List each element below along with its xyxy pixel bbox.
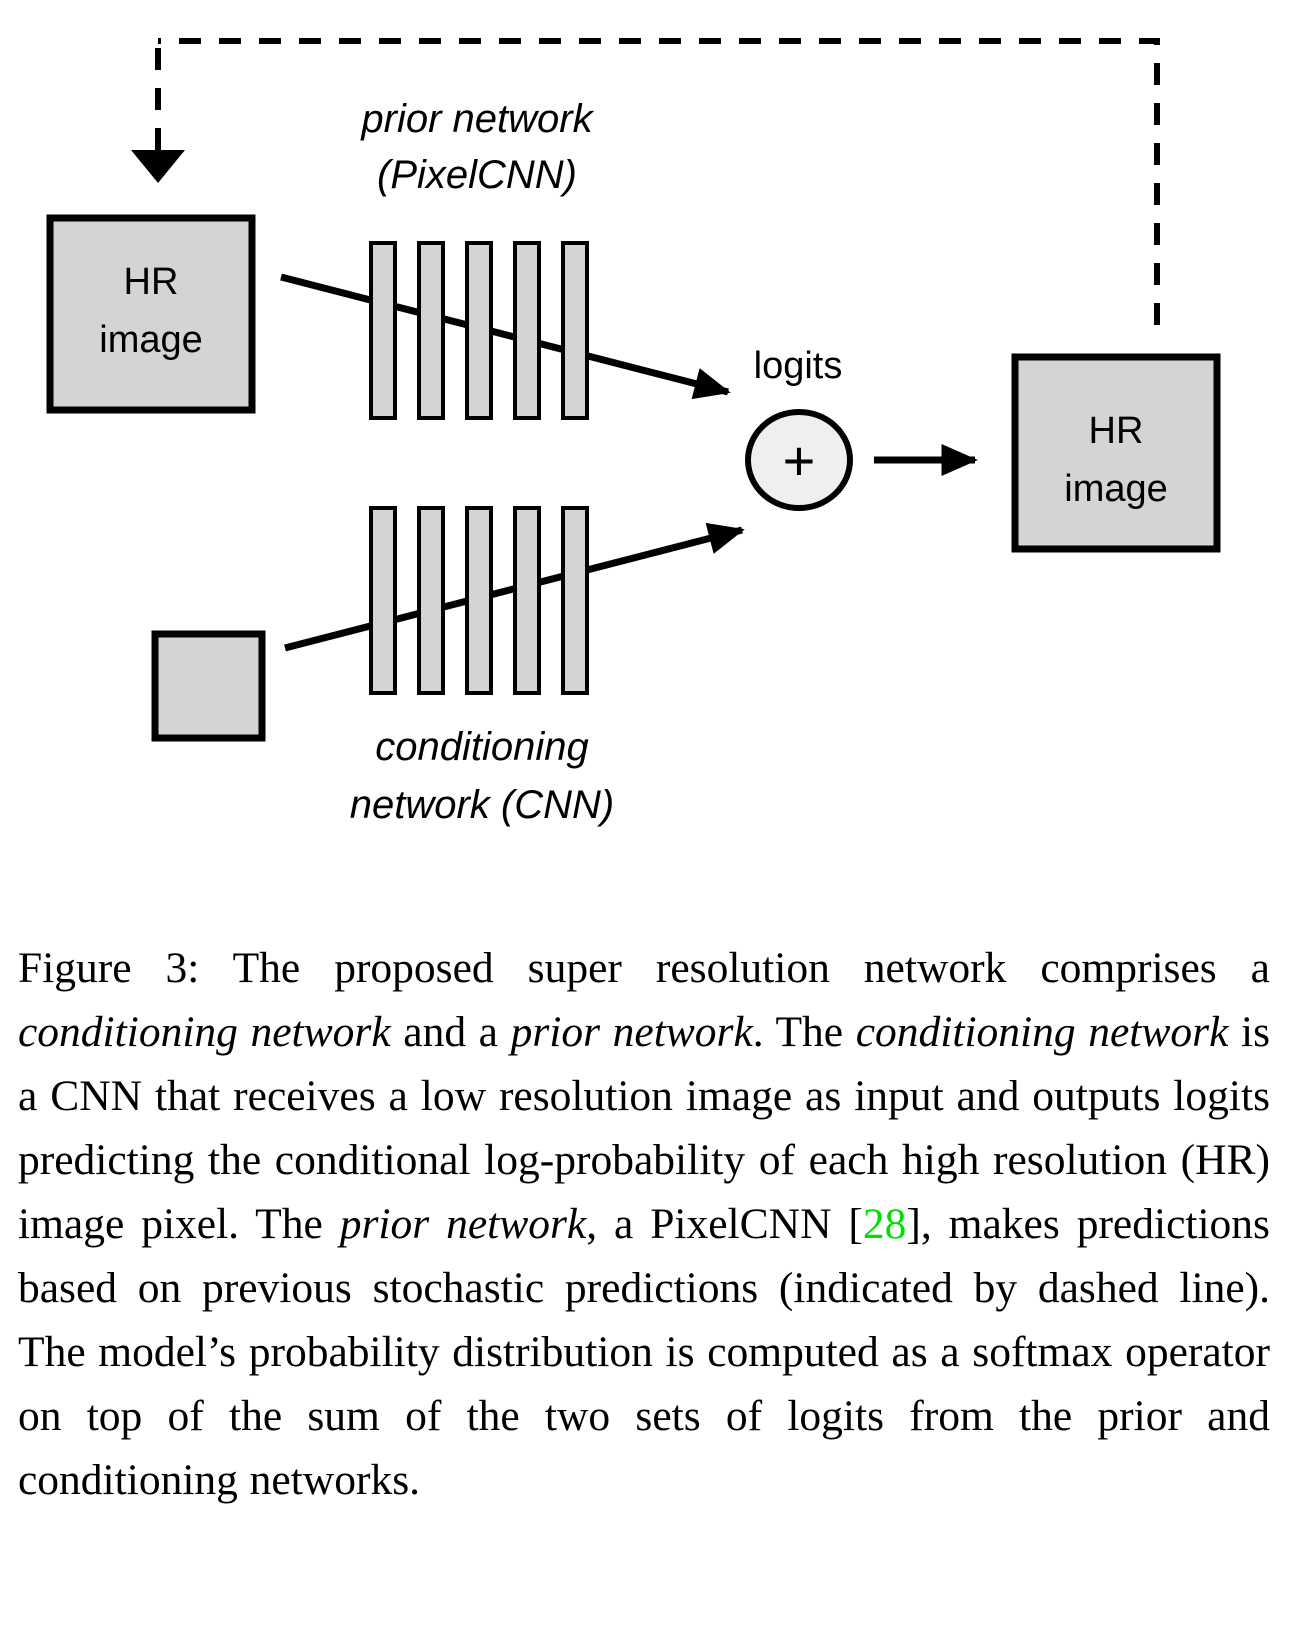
hr-image-output-box: HR image xyxy=(1011,353,1221,553)
caption-emphasis: prior network xyxy=(510,1008,753,1056)
dashed-arrow-head-icon xyxy=(131,150,185,183)
prior-layer-bar xyxy=(513,241,541,420)
prior-network-label-line2: (PixelCNN) xyxy=(377,153,577,197)
caption-emphasis: conditioning network xyxy=(855,1008,1229,1056)
sum-operator-symbol: + xyxy=(783,429,816,492)
hr-image-output-label-line1: HR xyxy=(1089,410,1144,452)
caption-text: . The xyxy=(752,1008,856,1056)
caption-citation-link[interactable]: 28 xyxy=(862,1200,907,1248)
lr-image-input-box xyxy=(151,630,266,742)
conditioning-network-label-line2: network (CNN) xyxy=(350,783,614,827)
prior-layer-bar xyxy=(417,241,445,420)
caption-text: and a xyxy=(390,1008,511,1056)
prior-layer-bar xyxy=(369,241,397,420)
prior-layer-bar xyxy=(465,241,493,420)
hr-image-output-rect xyxy=(1011,353,1221,553)
caption-figure-label: Figure 3: xyxy=(18,944,200,992)
prior-network-flow-arrow xyxy=(280,273,731,400)
figure-caption: Figure 3: The proposed super resolution … xyxy=(18,936,1270,1512)
hr-image-input-rect xyxy=(46,214,256,414)
conditioning-layer-bar xyxy=(561,506,589,695)
hr-image-input-box: HR image xyxy=(46,214,256,414)
caption-text: ], makes predictions based on previous s… xyxy=(18,1200,1270,1504)
feedback-dashed-path xyxy=(131,38,1160,325)
conditioning-layer-bar xyxy=(417,506,445,695)
conditioning-layer-bar xyxy=(513,506,541,695)
dashed-feedback-line xyxy=(158,38,1160,325)
logits-label: logits xyxy=(754,345,843,387)
conditioning-layer-bar xyxy=(465,506,493,695)
super-resolution-network-diagram: HR image + logits HR image prior xyxy=(46,38,1221,827)
conditioning-network-label-line1: conditioning xyxy=(375,725,589,769)
sum-node-circle xyxy=(745,409,853,511)
hr-image-input-label-line1: HR xyxy=(124,261,179,303)
hr-image-output-label-line2: image xyxy=(1064,468,1168,510)
caption-text: is a CNN that receives a low resolution … xyxy=(18,1008,1271,1248)
conditioning-layer-bar xyxy=(369,506,397,695)
prior-network-label-line1: prior network xyxy=(360,97,594,141)
caption-text: The proposed super resolution network co… xyxy=(199,944,1270,992)
conditioning-network-label: conditioning network (CNN) xyxy=(350,725,614,827)
hr-image-input-label-line2: image xyxy=(99,319,203,361)
prior-network-layers xyxy=(369,241,589,420)
conditioning-network-layers xyxy=(369,506,589,695)
diagram-figure: HR image + logits HR image prior xyxy=(46,38,1221,827)
prior-network-label: prior network (PixelCNN) xyxy=(360,97,594,197)
prior-layer-bar xyxy=(561,241,589,420)
caption-emphasis: prior network xyxy=(339,1200,587,1248)
caption-text: , a PixelCNN [ xyxy=(586,1200,863,1248)
sum-node: + xyxy=(745,409,853,511)
caption-emphasis: conditioning network xyxy=(18,1008,391,1056)
